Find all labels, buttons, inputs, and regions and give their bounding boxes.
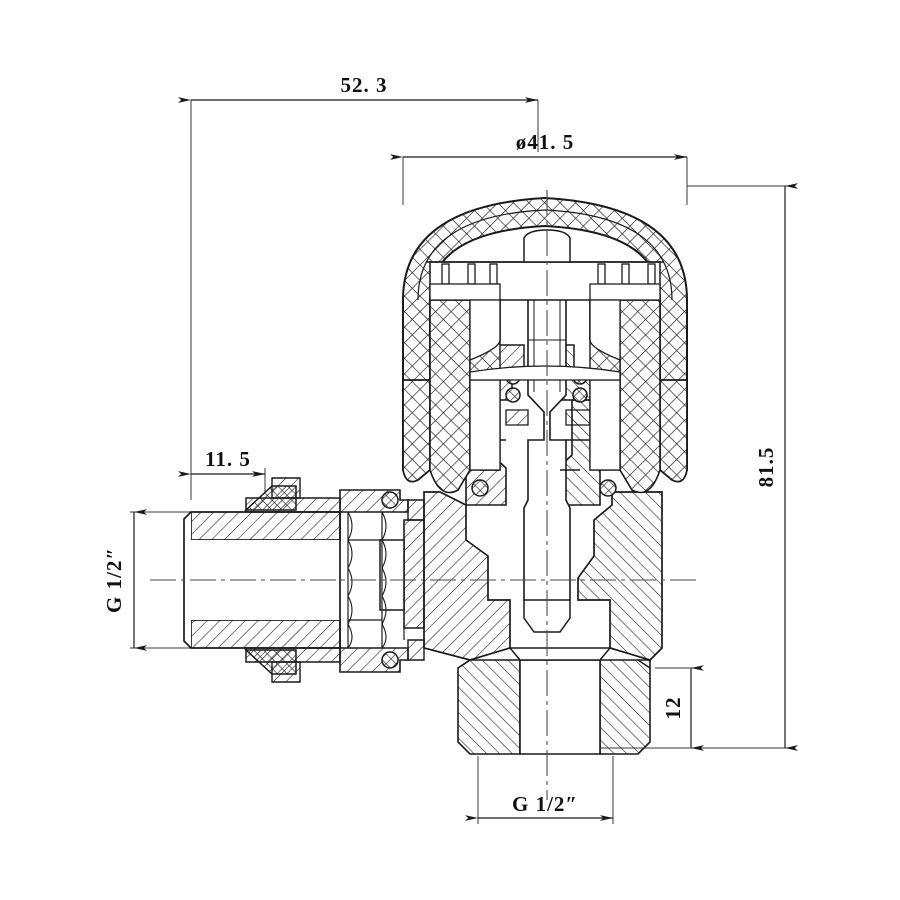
knob-ribs [441, 263, 656, 285]
dim-text-inlet-thread: G 1/2″ [102, 547, 126, 613]
dim-text-inlet-offset: 11. 5 [205, 447, 251, 471]
dimension-lines [133, 97, 798, 821]
dim-text-overall-height: 81.5 [754, 447, 778, 488]
horizontal-inlet-port [183, 477, 425, 683]
dim-text-overall-length: 52. 3 [341, 73, 388, 97]
bottom-outlet-port [457, 647, 651, 755]
thermostatic-knob [402, 196, 688, 494]
dim-text-knob-diameter: ø41. 5 [516, 130, 575, 154]
axis-centerline [150, 190, 700, 800]
dim-text-outlet-height: 12 [661, 697, 685, 720]
dim-text-outlet-thread: G 1/2″ [512, 792, 578, 816]
